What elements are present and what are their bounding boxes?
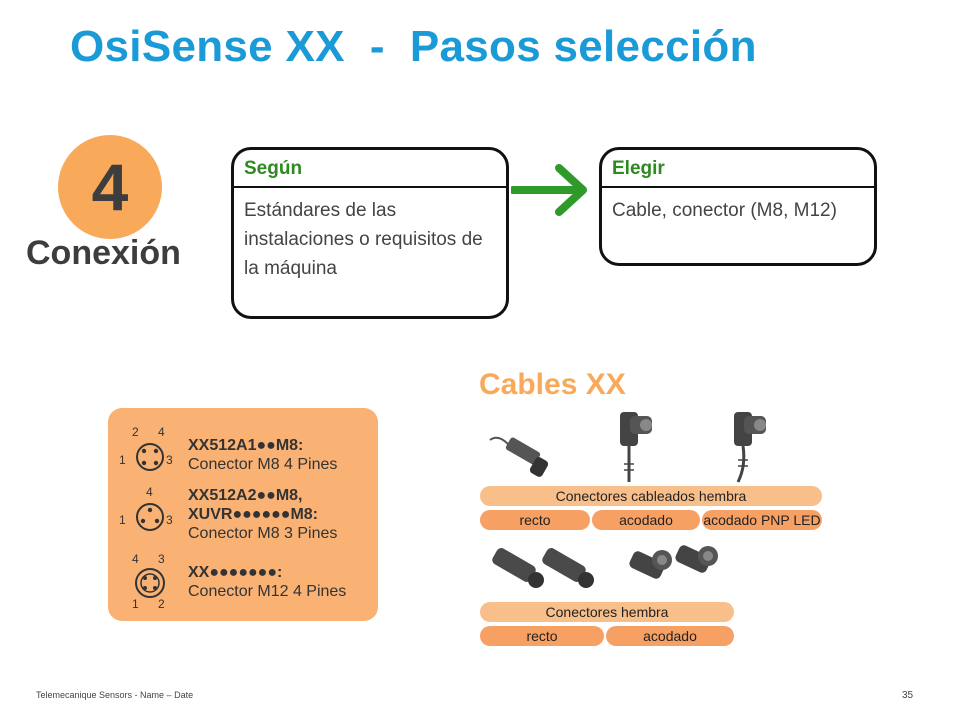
elegir-header: Elegir: [602, 150, 874, 188]
step-number: 4: [91, 150, 129, 224]
svg-text:3: 3: [166, 453, 173, 467]
svg-text:1: 1: [119, 453, 126, 467]
pin-code: XX512A2●●M8,: [188, 487, 303, 504]
footer-text: Telemecanique Sensors - Name – Date: [36, 690, 194, 700]
angled-cabled-connector-icon: [620, 412, 652, 482]
elegir-body: Cable, conector (M8, M12): [612, 200, 837, 221]
svg-text:1: 1: [132, 597, 139, 609]
angled-led-cabled-connector-icon: [734, 412, 766, 483]
female-type-acodado: acodado: [606, 626, 734, 646]
svg-text:4: 4: [158, 426, 165, 439]
step-label: Conexión: [26, 234, 181, 272]
connector-m12-icon: 4 3 1 2: [132, 553, 165, 609]
pin-code: XX●●●●●●●:: [188, 564, 283, 581]
pin-code-extra: XUVR●●●●●●M8:: [188, 506, 318, 523]
page-title: OsiSense XX - Pasos selección: [70, 22, 757, 71]
female-connectors-bar: Conectores hembra: [480, 602, 734, 622]
pin-configuration-panel: 2 4 1 3 XX512A1●●M8: Conector M8 4 Pines…: [108, 408, 378, 621]
svg-text:4: 4: [132, 553, 139, 566]
cabled-type-acodado: acodado: [592, 510, 700, 530]
svg-text:4: 4: [146, 486, 153, 499]
svg-text:1: 1: [119, 513, 126, 527]
pin-code: XX512A1●●M8:: [188, 437, 304, 454]
straight-cabled-connector-icon: [489, 436, 549, 477]
segun-header: Según: [234, 150, 506, 188]
step-circle: [58, 135, 162, 239]
pin-desc: Conector M8 4 Pines: [188, 456, 338, 473]
pin-desc: Conector M12 4 Pines: [188, 583, 347, 600]
angled-female-connectors-icon: [629, 545, 718, 579]
segun-body: Estándares de las instalaciones o requis…: [244, 200, 483, 279]
cabled-type-recto: recto: [480, 510, 590, 530]
elegir-box: Elegir Cable, conector (M8, M12): [599, 147, 877, 266]
svg-text:2: 2: [158, 597, 165, 609]
cabled-connectors-bar: Conectores cableados hembra: [480, 486, 822, 506]
right-arrow-icon: [511, 164, 587, 216]
segun-box: Según Estándares de las instalaciones o …: [231, 147, 509, 319]
female-type-recto: recto: [480, 626, 604, 646]
svg-text:3: 3: [166, 513, 173, 527]
svg-text:2: 2: [132, 426, 139, 439]
connector-3pin-icon: 4 1 3: [119, 486, 173, 531]
pin-desc: Conector M8 3 Pines: [188, 525, 338, 542]
connector-4pin-icon: 2 4 1 3: [119, 426, 173, 471]
straight-female-connectors-icon: [492, 548, 594, 588]
cables-title: Cables XX: [479, 368, 626, 401]
page-number: 35: [902, 690, 914, 701]
svg-text:3: 3: [158, 553, 165, 566]
cabled-type-acodado-pnp-led: acodado PNP LED: [702, 510, 822, 530]
